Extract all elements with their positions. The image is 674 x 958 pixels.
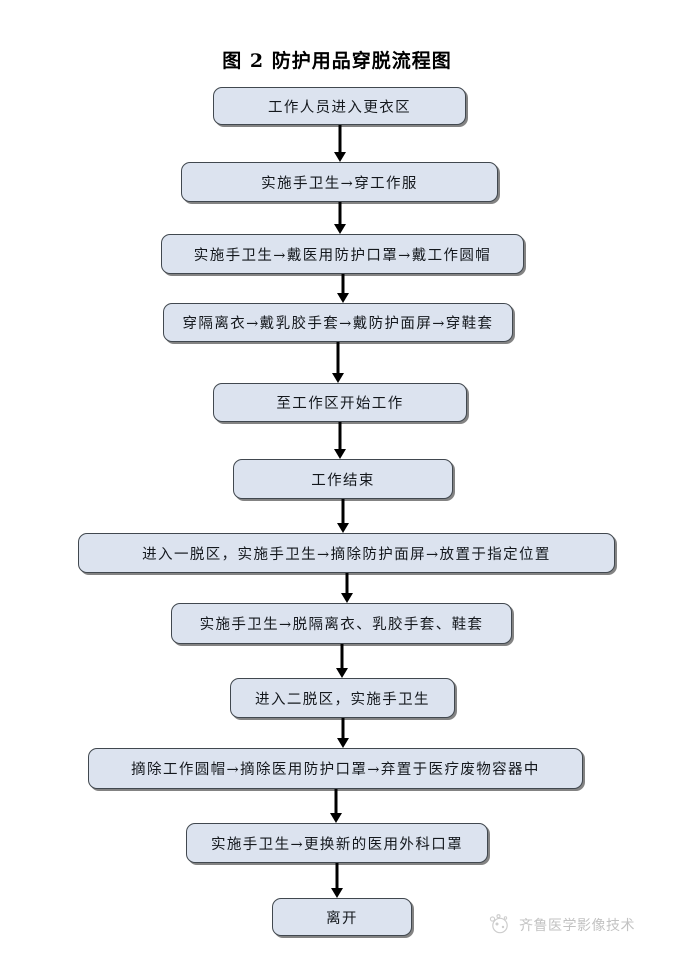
flow-node-n8: 实施手卫生→脱隔离衣、乳胶手套、鞋套	[171, 603, 512, 644]
flow-node-n4: 穿隔离衣→戴乳胶手套→戴防护面屏→穿鞋套	[163, 303, 513, 342]
watermark-label: 齐鲁医学影像技术	[519, 917, 635, 934]
flow-node-label: 离开	[326, 910, 358, 927]
flow-node-label: 工作结束	[311, 472, 375, 489]
flow-node-n3: 实施手卫生→戴医用防护口罩→戴工作圆帽	[161, 234, 524, 274]
flow-arrowhead-n8-n9	[335, 668, 348, 678]
flow-node-n10: 摘除工作圆帽→摘除医用防护口罩→弃置于医疗废物容器中	[88, 748, 583, 789]
flow-node-n7: 进入一脱区，实施手卫生→摘除防护面屏→放置于指定位置	[78, 533, 615, 573]
flow-arrowhead-n1-n2	[333, 152, 346, 162]
flow-node-n9: 进入二脱区，实施手卫生	[230, 678, 455, 718]
flow-node-label: 穿隔离衣→戴乳胶手套→戴防护面屏→穿鞋套	[182, 316, 494, 332]
flow-node-n12: 离开	[272, 898, 412, 936]
flow-connector-n5-n6	[338, 422, 342, 450]
flow-arrowhead-n5-n6	[334, 449, 346, 459]
flow-node-label: 实施手卫生→穿工作服	[261, 175, 418, 192]
flow-connector-n9-n10	[341, 718, 344, 739]
flow-node-label: 至工作区开始工作	[276, 396, 404, 412]
flow-node-label: 实施手卫生→戴医用防护口罩→戴工作圆帽	[193, 247, 492, 264]
flow-arrowhead-n7-n8	[340, 593, 353, 603]
circular-emblem-icon	[487, 912, 512, 937]
flow-connector-n8-n9	[340, 644, 343, 669]
flow-node-label: 实施手卫生→更换新的医用外科口罩	[210, 836, 464, 853]
flow-connector-n11-n12	[335, 863, 339, 889]
flow-node-n1: 工作人员进入更衣区	[213, 87, 466, 125]
flow-node-label: 摘除工作圆帽→摘除医用防护口罩→弃置于医疗废物容器中	[131, 762, 540, 778]
flow-arrowhead-n2-n3	[333, 224, 346, 234]
flow-node-label: 实施手卫生→脱隔离衣、乳胶手套、鞋套	[199, 617, 484, 633]
flow-connector-n2-n3	[338, 202, 341, 225]
flow-arrowhead-n9-n10	[336, 738, 349, 748]
flow-connector-n4-n5	[336, 342, 340, 374]
flow-connector-n7-n8	[345, 573, 348, 594]
flow-node-label: 进入一脱区，实施手卫生→摘除防护面屏→放置于指定位置	[142, 546, 551, 563]
flow-node-n5: 至工作区开始工作	[213, 383, 467, 422]
watermark: 齐鲁医学影像技术	[487, 912, 635, 937]
flow-node-n11: 实施手卫生→更换新的医用外科口罩	[186, 823, 488, 863]
page-title: 图 2 防护用品穿脱流程图	[222, 50, 452, 72]
flow-node-n6: 工作结束	[233, 459, 453, 499]
flow-arrowhead-n10-n11	[329, 813, 342, 823]
flow-node-n2: 实施手卫生→穿工作服	[181, 162, 498, 202]
flow-connector-n1-n2	[338, 125, 341, 153]
flow-arrowhead-n6-n7	[337, 523, 349, 533]
flow-arrowhead-n11-n12	[331, 888, 343, 898]
flow-arrowhead-n4-n5	[332, 373, 344, 383]
flow-node-label: 工作人员进入更衣区	[267, 99, 412, 116]
flow-connector-n3-n4	[341, 274, 344, 294]
flow-connector-n10-n11	[334, 789, 337, 814]
flow-arrowhead-n3-n4	[336, 293, 349, 303]
flow-node-label: 进入二脱区，实施手卫生	[255, 691, 430, 708]
flow-connector-n6-n7	[341, 499, 345, 524]
